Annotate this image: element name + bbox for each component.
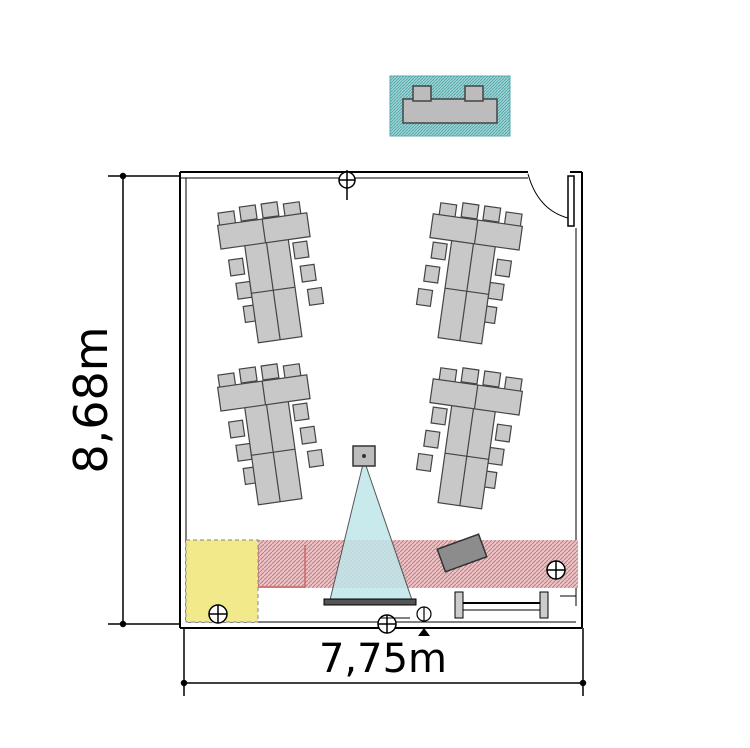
door-swing-icon xyxy=(527,173,575,227)
wall-niche xyxy=(560,595,577,606)
legend-symbol xyxy=(389,75,511,137)
height-dimension xyxy=(108,172,180,628)
socket-icon xyxy=(208,604,228,624)
height-label: 8,68m xyxy=(64,326,118,473)
table-group-top-right xyxy=(411,197,526,348)
desk-icon xyxy=(436,533,488,573)
socket-icon-right xyxy=(416,606,432,622)
ceiling-light-icon xyxy=(338,170,356,200)
table-group-bottom-right xyxy=(411,362,526,513)
table-group-bottom-left xyxy=(214,358,329,509)
table-group-top-left xyxy=(214,196,329,347)
bench xyxy=(454,591,549,619)
stage-area xyxy=(257,540,578,588)
speaker-icon xyxy=(546,560,566,580)
width-dimension xyxy=(180,628,587,696)
projection-beam xyxy=(329,458,413,601)
width-label: 7,75m xyxy=(319,636,447,682)
screen xyxy=(323,598,417,606)
marker-icon xyxy=(418,628,430,636)
socket-icon-center xyxy=(377,614,397,634)
